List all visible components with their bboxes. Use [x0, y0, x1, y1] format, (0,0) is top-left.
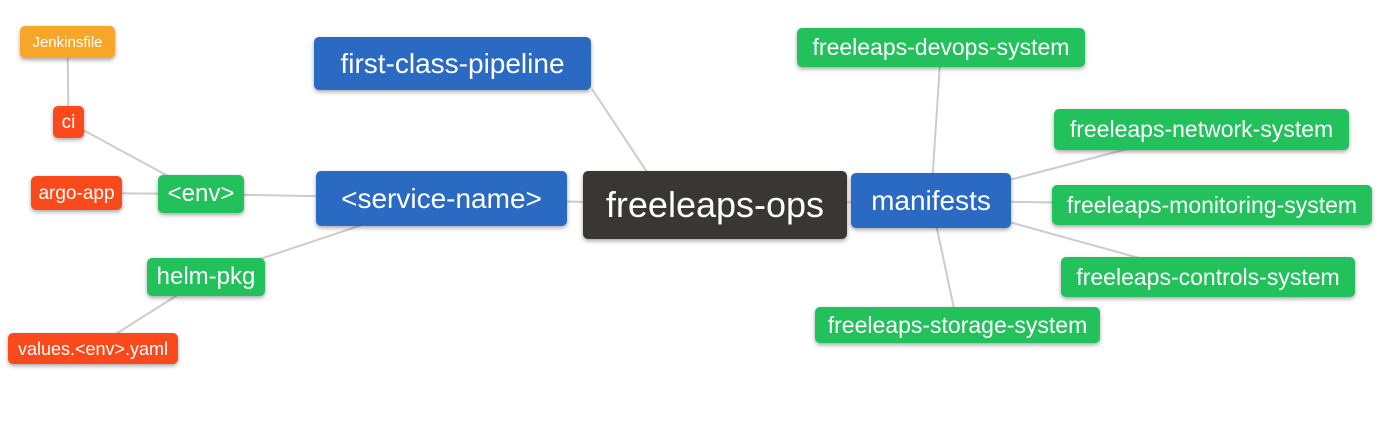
node-freeleaps-storage-system[interactable]: freeleaps-storage-system	[815, 307, 1100, 343]
node-label: freeleaps-devops-system	[812, 34, 1070, 60]
node-label: freeleaps-storage-system	[827, 311, 1088, 338]
node-label: freeleaps-monitoring-system	[1066, 191, 1358, 218]
node-label: values.<env>.yaml	[17, 338, 169, 359]
node-label: manifests	[871, 184, 991, 216]
node-label: first-class-pipeline	[340, 47, 565, 79]
edge-first-class-pipeline-freeleaps-ops	[591, 88, 648, 173]
node-jenkinsfile[interactable]: Jenkinsfile	[20, 26, 115, 58]
node-first-class-pipeline[interactable]: first-class-pipeline	[314, 37, 591, 90]
node-label: freeleaps-controls-system	[1076, 263, 1340, 290]
node-label: ci	[61, 111, 76, 133]
node-helm-pkg[interactable]: helm-pkg	[147, 258, 265, 296]
node-label: <service-name>	[341, 182, 542, 214]
node-label: freeleaps-ops	[605, 184, 825, 225]
node-env[interactable]: <env>	[158, 175, 244, 213]
node-manifests[interactable]: manifests	[851, 173, 1011, 228]
node-freeleaps-monitoring-system[interactable]: freeleaps-monitoring-system	[1052, 185, 1372, 225]
node-label: Jenkinsfile	[32, 33, 103, 51]
node-label: helm-pkg	[156, 263, 256, 290]
node-argo-app[interactable]: argo-app	[31, 176, 122, 210]
node-freeleaps-network-system[interactable]: freeleaps-network-system	[1054, 109, 1349, 150]
node-label: freeleaps-network-system	[1069, 116, 1334, 142]
node-values-env-yaml[interactable]: values.<env>.yaml	[8, 333, 178, 364]
node-label: argo-app	[38, 182, 115, 204]
node-freeleaps-ops[interactable]: freeleaps-ops	[583, 171, 847, 239]
node-label: <env>	[167, 180, 235, 207]
node-service-name[interactable]: <service-name>	[316, 171, 567, 226]
node-freeleaps-controls-system[interactable]: freeleaps-controls-system	[1061, 257, 1355, 297]
node-freeleaps-devops-system[interactable]: freeleaps-devops-system	[797, 28, 1085, 67]
node-ci[interactable]: ci	[53, 106, 84, 138]
